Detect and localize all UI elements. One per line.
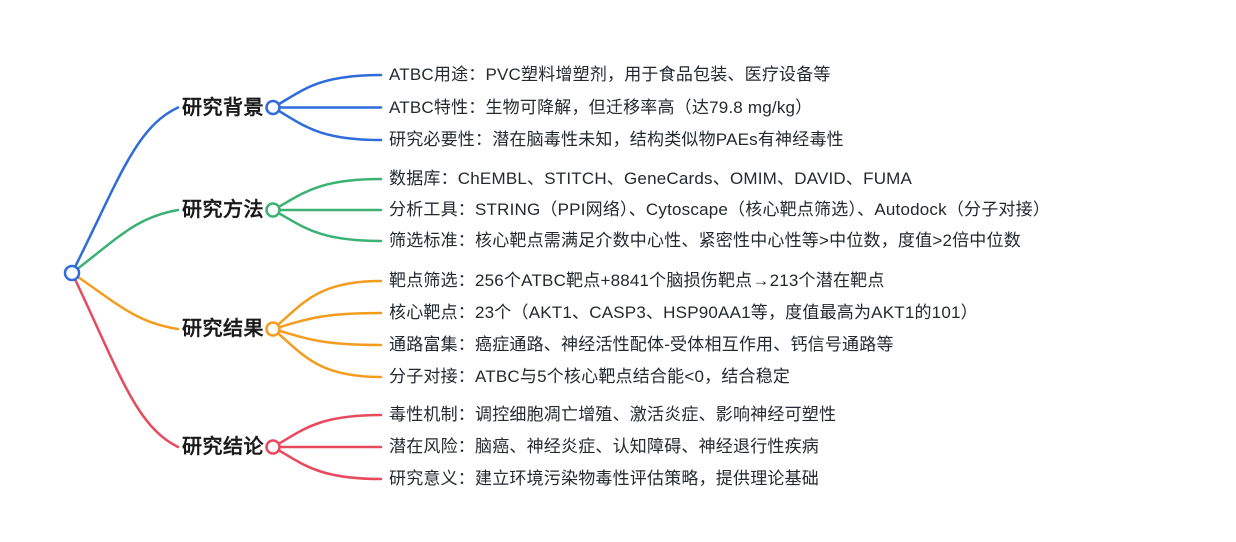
branch-node-circle[interactable] bbox=[265, 202, 281, 218]
leaf-item[interactable]: 研究必要性：潜在脑毒性未知，结构类似物PAEs有神经毒性 bbox=[389, 130, 844, 149]
root-node-circle[interactable] bbox=[63, 264, 81, 282]
edge bbox=[271, 73, 383, 109]
leaf-item[interactable]: ATBC用途：PVC塑料增塑剂，用于食品包装、医疗设备等 bbox=[389, 65, 831, 84]
leaf-item[interactable]: 数据库：ChEMBL、STITCH、GeneCards、OMIM、DAVID、F… bbox=[389, 169, 913, 188]
branch-label[interactable]: 研究结果 bbox=[182, 318, 264, 340]
branch-node-circle[interactable] bbox=[265, 439, 281, 455]
edge bbox=[271, 327, 383, 347]
edge bbox=[70, 208, 180, 275]
leaf-item[interactable]: 筛选标准：核心靶点需满足介数中心性、紧密性中心性等>中位数，度值>2倍中位数 bbox=[389, 231, 1021, 250]
leaf-item[interactable]: 分析工具：STRING（PPI网络）、Cytoscape（核心靶点筛选）、Aut… bbox=[389, 200, 1051, 219]
branch-label[interactable]: 研究背景 bbox=[182, 96, 264, 119]
leaf-item[interactable]: 毒性机制：调控细胞凋亡增殖、激活炎症、影响神经可塑性 bbox=[389, 405, 837, 424]
edge bbox=[70, 271, 180, 449]
leaf-item[interactable]: 靶点筛选：256个ATBC靶点+8841个脑损伤靶点→213个潜在靶点 bbox=[389, 271, 885, 290]
edge bbox=[271, 208, 383, 243]
branch-label[interactable]: 研究结论 bbox=[182, 436, 264, 458]
edge bbox=[271, 413, 383, 449]
edge bbox=[271, 311, 383, 331]
branch-node-circle[interactable] bbox=[265, 99, 281, 116]
leaf-item[interactable]: 研究意义：建立环境污染物毒性评估策略，提供理论基础 bbox=[389, 469, 819, 488]
edge bbox=[271, 445, 383, 481]
leaf-item[interactable]: 核心靶点：23个（AKT1、CASP3、HSP90AA1等，度值最高为AKT1的… bbox=[389, 303, 978, 322]
leaf-item[interactable]: 潜在风险：脑癌、神经炎症、认知障碍、神经退行性疾病 bbox=[389, 437, 819, 456]
edge bbox=[271, 327, 383, 379]
edge bbox=[70, 271, 180, 331]
branch-label[interactable]: 研究方法 bbox=[182, 199, 264, 221]
edge bbox=[271, 177, 383, 212]
leaf-item[interactable]: 分子对接：ATBC与5个核心靶点结合能<0，结合稳定 bbox=[389, 367, 791, 386]
branch-node-circle[interactable] bbox=[265, 321, 281, 337]
leaf-item[interactable]: 通路富集：癌症通路、神经活性配体-受体相互作用、钙信号通路等 bbox=[389, 335, 894, 354]
edge bbox=[271, 106, 383, 142]
edge bbox=[70, 106, 180, 275]
edge bbox=[271, 279, 383, 331]
leaf-item[interactable]: ATBC特性：生物可降解，但迁移率高（达79.8 mg/kg） bbox=[389, 97, 813, 117]
